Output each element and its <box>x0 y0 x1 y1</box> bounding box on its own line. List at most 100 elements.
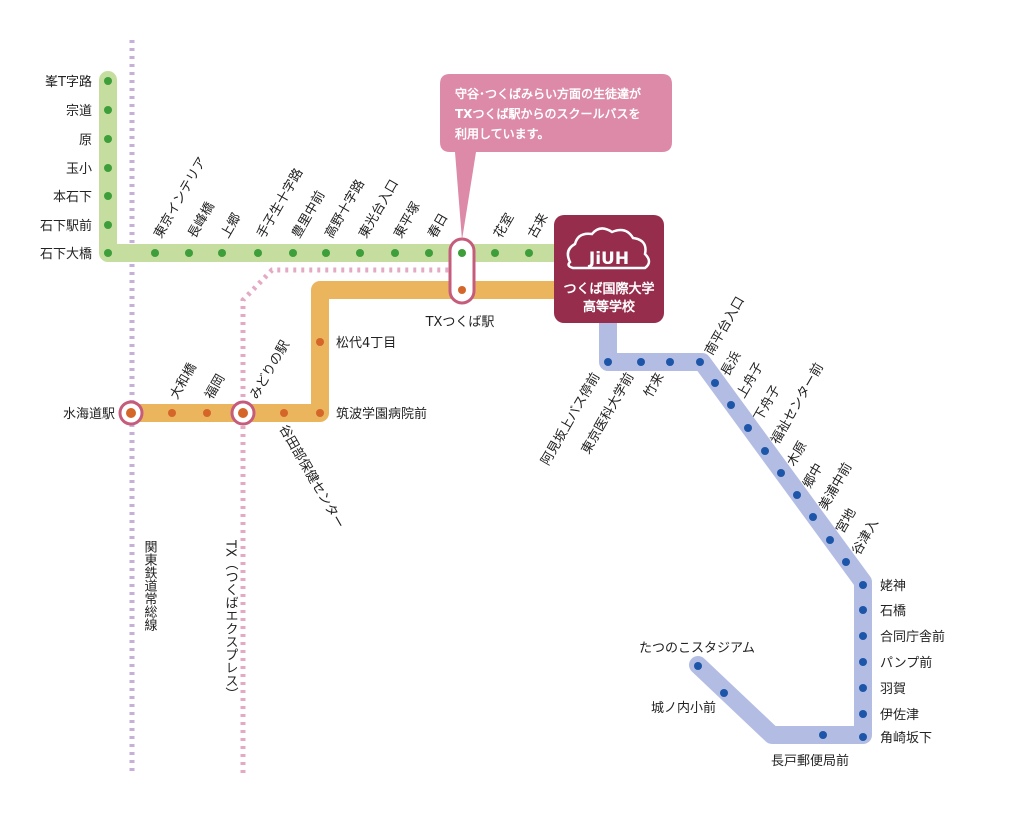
stop-label: 石下大橋 <box>40 247 92 262</box>
school-logo-text: JiUH <box>588 249 629 269</box>
stop-label: 木原 <box>784 439 810 469</box>
callout-line-3: 利用しています。 <box>455 126 549 141</box>
stop-label: 筑波学園病院前 <box>336 406 427 422</box>
stop-label: 花室 <box>491 210 518 241</box>
stop-dot <box>637 358 645 366</box>
school-destination: JiUH つくば国際大学 高等学校 <box>554 215 664 323</box>
stop-label: 石下駅前 <box>40 218 92 234</box>
stop-dot <box>727 401 735 409</box>
school-logo-icon <box>566 227 651 270</box>
stop-label: 古来 <box>525 211 551 241</box>
tx-line-label: TX（つくばエクスプレス） <box>223 539 239 700</box>
stop-label: 本石下 <box>53 190 92 205</box>
stop-dot <box>859 658 867 666</box>
stop-label: 石橋 <box>880 604 906 619</box>
school-name-line-2: 高等学校 <box>583 299 636 315</box>
stop-label: 福岡 <box>202 372 228 402</box>
stop-label: 宮地 <box>833 505 860 536</box>
stop-dot <box>819 731 827 739</box>
stop-dot <box>666 358 674 366</box>
stop-dot <box>104 221 112 229</box>
stop-dot <box>203 409 211 417</box>
stop-label: 峯T字路 <box>45 74 92 90</box>
orange-bus-route <box>131 281 568 422</box>
stop-label: 宗道 <box>66 103 92 119</box>
stop-label: 郷中 <box>800 461 826 491</box>
stop-label: 谷津入 <box>849 517 881 558</box>
stop-dot <box>859 632 867 640</box>
jr-line-label: 関東鉄道常総線 <box>142 540 158 631</box>
stop-dot <box>185 249 193 257</box>
stop-label: 上郷 <box>218 211 244 241</box>
mitsukaido-station-label: 水海道駅 <box>63 407 115 422</box>
stop-label: 福祉センター前 <box>768 360 827 447</box>
stop-dot <box>126 408 136 418</box>
stop-label: 長浜 <box>718 349 744 379</box>
stop-dot <box>777 469 785 477</box>
stop-dot <box>425 249 433 257</box>
stop-dot <box>316 338 324 346</box>
stop-dot <box>104 192 112 200</box>
stop-dot <box>809 513 817 521</box>
stop-label: 長戸郵便局前 <box>771 753 849 769</box>
stop-dot <box>316 409 324 417</box>
stop-dot <box>604 358 612 366</box>
stop-dot <box>168 409 176 417</box>
stop-label: 春日 <box>425 211 451 241</box>
stop-dot <box>859 581 867 589</box>
stop-dot <box>711 379 719 387</box>
tx-line <box>240 267 462 773</box>
callout-line-1: 守谷･つくばみらい方面の生徒達が <box>455 86 641 101</box>
stop-dot <box>104 135 112 143</box>
stop-dot <box>458 286 466 294</box>
stop-dot <box>322 249 330 257</box>
green-stop-dots <box>104 77 533 257</box>
stop-dot <box>793 491 801 499</box>
stop-dot <box>720 689 728 697</box>
stop-dot <box>694 662 702 670</box>
midorino-station-label: みどりの駅 <box>247 338 292 402</box>
stop-dot <box>859 684 867 692</box>
stop-label: 長峰橋 <box>185 200 217 241</box>
stop-dot <box>289 249 297 257</box>
stop-label: 姥神 <box>880 579 906 594</box>
stop-dot <box>104 77 112 85</box>
stop-dot <box>458 249 466 257</box>
stop-dot <box>254 249 262 257</box>
stop-dot <box>104 249 112 257</box>
stop-label: 玉小 <box>66 162 92 177</box>
stop-label: 合同庁舎前 <box>880 629 945 645</box>
stop-dot <box>104 106 112 114</box>
stop-label: 東平塚 <box>391 199 424 241</box>
stop-label: 城ノ内小前 <box>651 700 716 716</box>
stop-dot <box>525 249 533 257</box>
stop-label: 上舟子 <box>734 360 766 401</box>
stop-label: 下舟子 <box>751 383 783 424</box>
orange-stop-dots <box>126 286 466 418</box>
callout-line-2: TXつくば駅からのスクールバスを <box>455 106 640 121</box>
stop-dot <box>356 249 364 257</box>
stop-dot <box>151 249 159 257</box>
stop-label: 谷田部保健センター <box>276 423 347 532</box>
stop-label: 大和橋 <box>167 361 199 402</box>
stop-dot <box>238 408 248 418</box>
stop-dot <box>842 558 850 566</box>
stop-label: 角崎坂下 <box>880 731 932 746</box>
stop-label: 伊佐津 <box>880 708 919 723</box>
stop-dot <box>696 358 704 366</box>
stop-dot <box>391 249 399 257</box>
blue-stop-dots <box>604 358 867 741</box>
stop-dot <box>218 249 226 257</box>
stop-dot <box>826 536 834 544</box>
school-name-line-1: つくば国際大学 <box>563 281 654 297</box>
stop-dot <box>859 710 867 718</box>
stop-label: 松代4丁目 <box>336 336 396 351</box>
stop-label: 原 <box>79 133 92 148</box>
tx-tsukuba-station-label: TXつくば駅 <box>425 315 495 330</box>
blue-bus-route <box>599 301 872 744</box>
stop-label: 南平台入口 <box>702 294 748 358</box>
school-bus-callout: 守谷･つくばみらい方面の生徒達が TXつくば駅からのスクールバスを 利用していま… <box>440 74 672 240</box>
stop-label: パンプ前 <box>880 655 932 671</box>
stop-dot <box>744 424 752 432</box>
